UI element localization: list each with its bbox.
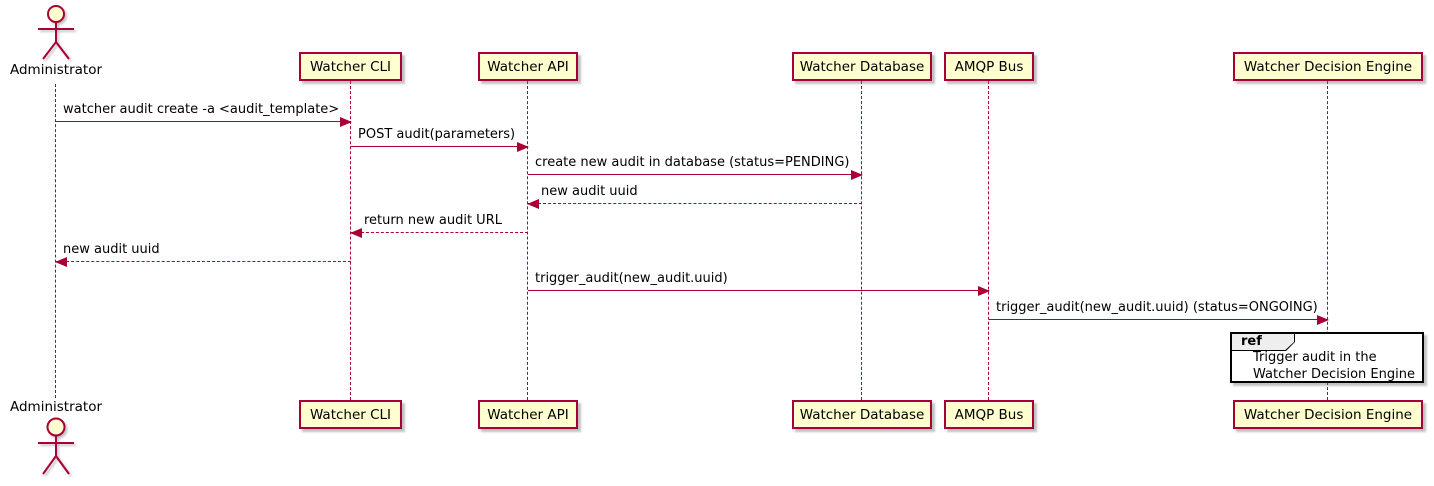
actor-label: Administrator	[9, 62, 103, 78]
participant-box-watcher-decision-engine-top: Watcher Decision Engine	[1233, 52, 1423, 81]
actor-stick-figure-icon	[38, 417, 74, 475]
participant-label: Watcher CLI	[309, 58, 392, 75]
participant-box-watcher-cli-top: Watcher CLI	[299, 52, 402, 81]
participant-label: Watcher Database	[799, 406, 925, 423]
message-audit-create: watcher audit create -a <audit_template>	[56, 100, 352, 127]
actor-administrator-bottom: Administrator	[6, 399, 106, 477]
message-line	[528, 290, 989, 291]
participant-label: AMQP Bus	[954, 58, 1024, 75]
ref-fragment: ref Trigger audit in the Watcher Decisio…	[1230, 332, 1424, 383]
participant-box-watcher-database-top: Watcher Database	[792, 52, 932, 81]
arrowhead-left-icon	[350, 228, 362, 238]
lifeline-watcher-api	[527, 81, 528, 400]
lifeline-watcher-database	[861, 81, 862, 400]
message-create-audit-db: create new audit in database (status=PEN…	[528, 153, 863, 180]
message-post-audit: POST audit(parameters)	[351, 125, 529, 152]
participant-label: Watcher API	[487, 58, 569, 75]
participant-box-amqp-bus-bottom: AMQP Bus	[944, 400, 1034, 429]
message-line	[351, 146, 528, 147]
arrowhead-left-icon	[527, 199, 539, 209]
message-new-audit-uuid-db: new audit uuid	[527, 182, 862, 209]
lifeline-administrator	[55, 84, 56, 398]
message-line	[56, 121, 351, 122]
message-trigger-audit-ongoing: trigger_audit(new_audit.uuid) (status=ON…	[989, 298, 1329, 325]
message-line	[56, 261, 351, 262]
message-text: trigger_audit(new_audit.uuid)	[535, 271, 728, 286]
message-text: new audit uuid	[541, 184, 638, 199]
ref-line-2: Watcher Decision Engine	[1253, 366, 1415, 382]
message-line	[528, 174, 862, 175]
actor-stick-figure-icon	[38, 5, 74, 60]
lifeline-watcher-decision-engine	[1327, 81, 1328, 400]
participant-label: Watcher CLI	[309, 406, 392, 423]
ref-body: Trigger audit in the Watcher Decision En…	[1253, 350, 1415, 383]
message-trigger-audit: trigger_audit(new_audit.uuid)	[528, 269, 990, 296]
ref-line-1: Trigger audit in the	[1253, 350, 1377, 365]
message-line	[989, 319, 1328, 320]
participant-box-watcher-cli-bottom: Watcher CLI	[299, 400, 402, 429]
participant-box-watcher-api-bottom: Watcher API	[478, 400, 578, 429]
arrowhead-right-icon	[340, 117, 352, 127]
participant-label: Watcher API	[487, 406, 569, 423]
message-line	[528, 203, 862, 204]
message-line	[351, 232, 528, 233]
participant-box-watcher-database-bottom: Watcher Database	[792, 400, 932, 429]
message-text: new audit uuid	[63, 242, 160, 257]
ref-keyword: ref	[1232, 334, 1294, 350]
message-new-audit-uuid-admin: new audit uuid	[55, 240, 351, 267]
message-text: trigger_audit(new_audit.uuid) (status=ON…	[996, 300, 1318, 315]
message-text: return new audit URL	[364, 213, 502, 228]
lifeline-amqp-bus	[988, 81, 989, 400]
participant-box-watcher-api-top: Watcher API	[478, 52, 578, 81]
participant-label: Watcher Decision Engine	[1243, 58, 1413, 75]
participant-box-amqp-bus-top: AMQP Bus	[944, 52, 1034, 81]
participant-label: Watcher Decision Engine	[1243, 406, 1413, 423]
participant-label: AMQP Bus	[954, 406, 1024, 423]
actor-label: Administrator	[9, 399, 103, 415]
message-text: watcher audit create -a <audit_template>	[63, 102, 340, 117]
arrowhead-right-icon	[517, 142, 529, 152]
participant-label: Watcher Database	[799, 58, 925, 75]
arrowhead-right-icon	[851, 170, 863, 180]
message-return-audit-url: return new audit URL	[350, 211, 528, 238]
arrowhead-right-icon	[978, 286, 990, 296]
message-text: create new audit in database (status=PEN…	[535, 155, 850, 170]
message-text: POST audit(parameters)	[358, 127, 516, 142]
participant-box-watcher-decision-engine-bottom: Watcher Decision Engine	[1233, 400, 1423, 429]
arrowhead-left-icon	[55, 257, 67, 267]
actor-administrator-top: Administrator	[6, 4, 106, 78]
lifeline-watcher-cli	[350, 81, 351, 400]
arrowhead-right-icon	[1317, 315, 1329, 325]
